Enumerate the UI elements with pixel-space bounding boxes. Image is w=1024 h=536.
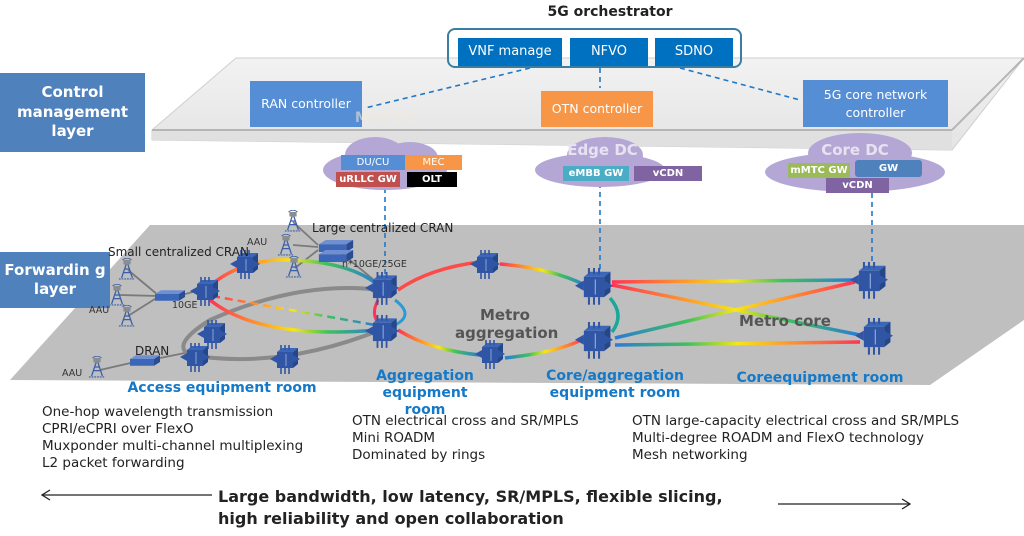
mini-dc-title: Mini DC	[354, 110, 416, 126]
core-desc-line: Multi-degree ROADM and FlexO technology	[632, 430, 924, 446]
orchestrator-frame	[447, 28, 742, 68]
summary-line: Large bandwidth, low latency, SR/MPLS, f…	[218, 487, 723, 506]
core-description: OTN large-capacity electrical cross and …	[632, 413, 959, 464]
dran-label: DRAN	[135, 344, 170, 358]
link-n10ge-label: n*10GE/25GE	[342, 259, 407, 270]
aggregation-description: OTN electrical cross and SR/MPLS Mini RO…	[352, 413, 579, 464]
summary-line: high reliability and open collaboration	[218, 509, 564, 528]
edge-vcdn-tag: vCDN	[634, 166, 702, 181]
small-cran-label: Small centralized CRAN	[108, 245, 249, 259]
access-desc-line: One-hop wavelength transmission	[42, 404, 274, 420]
aggregation-room-label: Aggregation equipment room	[376, 368, 474, 418]
mec-tag: MEC	[405, 155, 462, 170]
metro-aggregation-label: Metro aggregation	[455, 306, 559, 342]
edge-dc-title: Edge DC	[567, 141, 638, 159]
core-room-label: Coreequipment room	[736, 370, 904, 386]
mmtc-gw-tag: mMTC GW	[788, 163, 850, 178]
large-cran-label: Large centralized CRAN	[312, 221, 454, 235]
vnf-manage-module[interactable]: VNF manage	[458, 38, 562, 66]
core-vcdn-tag: vCDN	[826, 178, 889, 193]
summary-text: Large bandwidth, low latency, SR/MPLS, f…	[218, 486, 723, 530]
access-desc-line: L2 packet forwarding	[42, 455, 185, 471]
core-aggregation-room-label: Core/aggregation equipment room	[546, 368, 684, 401]
otn-controller[interactable]: OTN controller	[541, 91, 653, 127]
access-description: One-hop wavelength transmission CPRI/eCP…	[42, 404, 303, 472]
sdno-module[interactable]: SDNO	[655, 38, 733, 66]
core-dc-title: Core DC	[821, 141, 889, 159]
aggregation-desc-line: Mini ROADM	[352, 430, 436, 446]
control-layer-label: Control management layer	[0, 73, 145, 152]
olt-tag: OLT	[407, 172, 457, 187]
forwarding-layer-label: Forwardin g layer	[0, 252, 110, 308]
nfvo-module[interactable]: NFVO	[570, 38, 648, 66]
orchestrator-title: 5G orchestrator	[547, 4, 673, 20]
ran-controller[interactable]: RAN controller	[250, 81, 362, 127]
urllc-gw-tag: uRLLC GW	[336, 172, 400, 187]
gw-tag: GW	[855, 160, 922, 177]
aau-label-large: AAU	[247, 237, 268, 248]
core-network-controller[interactable]: 5G core network controller	[803, 80, 948, 127]
du-cu-tag: DU/CU	[341, 155, 405, 170]
aau-label-dran: AAU	[62, 368, 83, 379]
aau-label-small: AAU	[89, 305, 110, 316]
forwarding-plane	[10, 225, 1024, 385]
access-room-label: Access equipment room	[127, 380, 317, 396]
access-desc-line: CPRI/eCPRI over FlexO	[42, 421, 194, 437]
core-desc-line: Mesh networking	[632, 447, 748, 463]
embb-gw-tag: eMBB GW	[563, 166, 629, 181]
core-desc-line: OTN large-capacity electrical cross and …	[632, 413, 960, 429]
aggregation-desc-line: Dominated by rings	[352, 447, 486, 463]
metro-core-label: Metro core	[739, 312, 831, 330]
aggregation-desc-line: OTN electrical cross and SR/MPLS	[352, 413, 579, 429]
link-10ge-label: 10GE	[172, 300, 198, 311]
access-desc-line: Muxponder multi-channel multiplexing	[42, 438, 304, 454]
